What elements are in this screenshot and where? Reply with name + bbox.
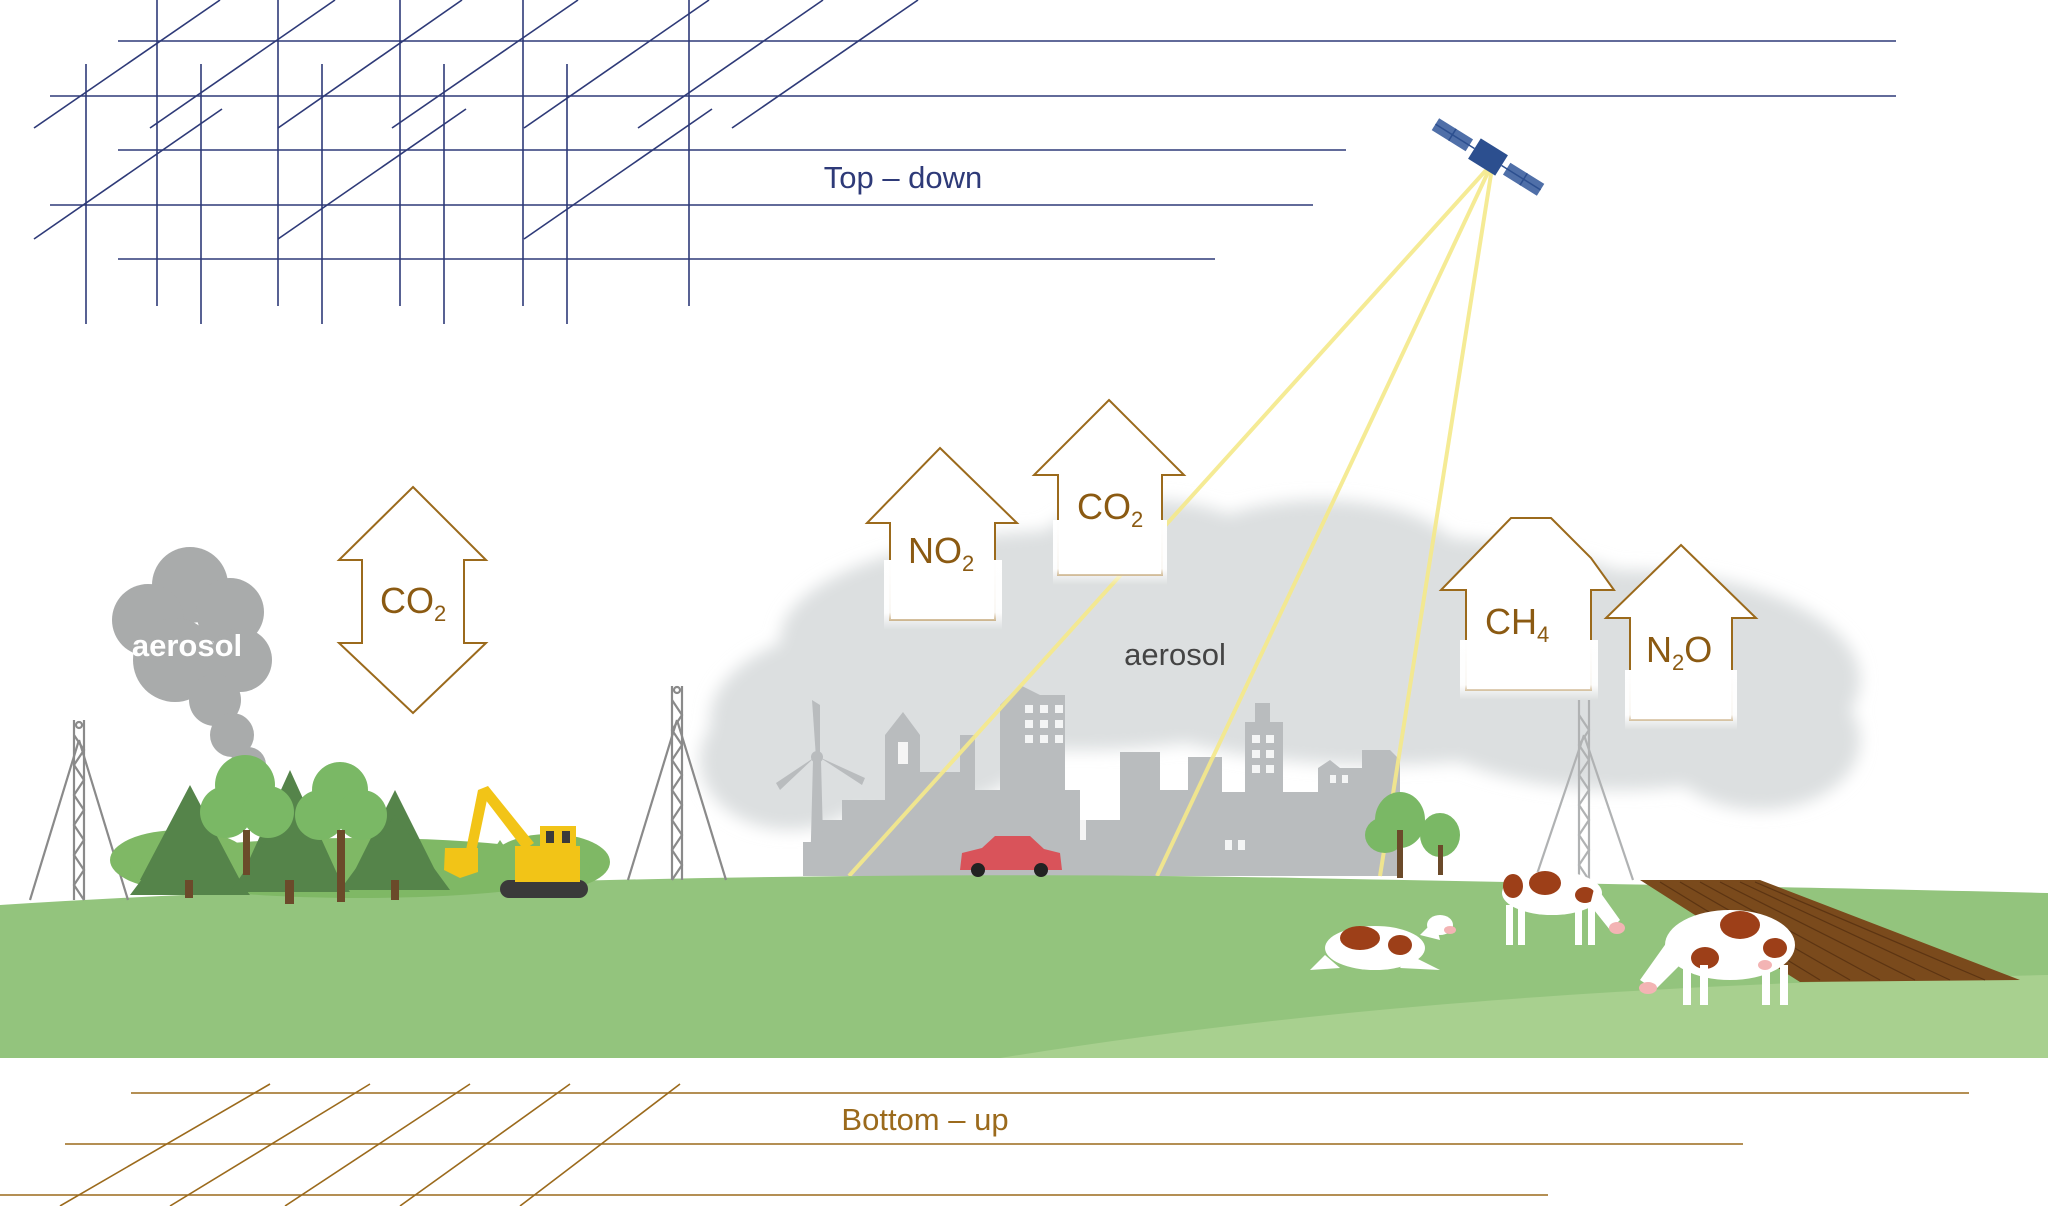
cow-grazing-back: [1502, 871, 1625, 945]
bottom-up-grid: [0, 1083, 1969, 1206]
plowed-field: [1640, 880, 2020, 982]
co2-city-label: CO2: [1077, 486, 1143, 532]
measurement-tower-middle: [626, 685, 728, 881]
top-down-label: Top – down: [824, 160, 983, 195]
no2-emission-arrow: NO2: [864, 446, 1020, 630]
cow-lying: [1310, 915, 1456, 970]
car: [960, 836, 1062, 877]
satellite-icon: [1431, 118, 1545, 196]
measurement-tower-left: [28, 720, 130, 901]
city-windows: [898, 705, 1348, 850]
satellite-beams: [847, 166, 1494, 878]
ch4-emission-arrow: CH4: [1438, 517, 1616, 700]
n2o-emission-arrow: N2O: [1603, 543, 1759, 730]
cow-grazing-front: [1639, 910, 1795, 1005]
co2-exchange-label: CO2: [380, 580, 446, 626]
co2-exchange-double-arrow: CO2: [336, 485, 489, 715]
co2-emission-arrow: CO2: [1031, 398, 1187, 585]
wind-turbine: [776, 700, 865, 876]
n2o-label: N2O: [1646, 629, 1712, 675]
top-down-grid: [33, 0, 1896, 324]
city-skyline: [803, 685, 1400, 876]
cloud-aerosol-label: aerosol: [1124, 637, 1226, 672]
no2-label: NO2: [908, 530, 974, 576]
ch4-label: CH4: [1485, 601, 1549, 647]
measurement-tower-right: [1533, 700, 1635, 881]
excavator: [444, 786, 588, 898]
smoke-plume: [112, 547, 272, 783]
city-trees: [1365, 792, 1460, 878]
smoke-aerosol-label: aerosol: [132, 628, 242, 663]
bottom-up-label: Bottom – up: [841, 1102, 1008, 1137]
